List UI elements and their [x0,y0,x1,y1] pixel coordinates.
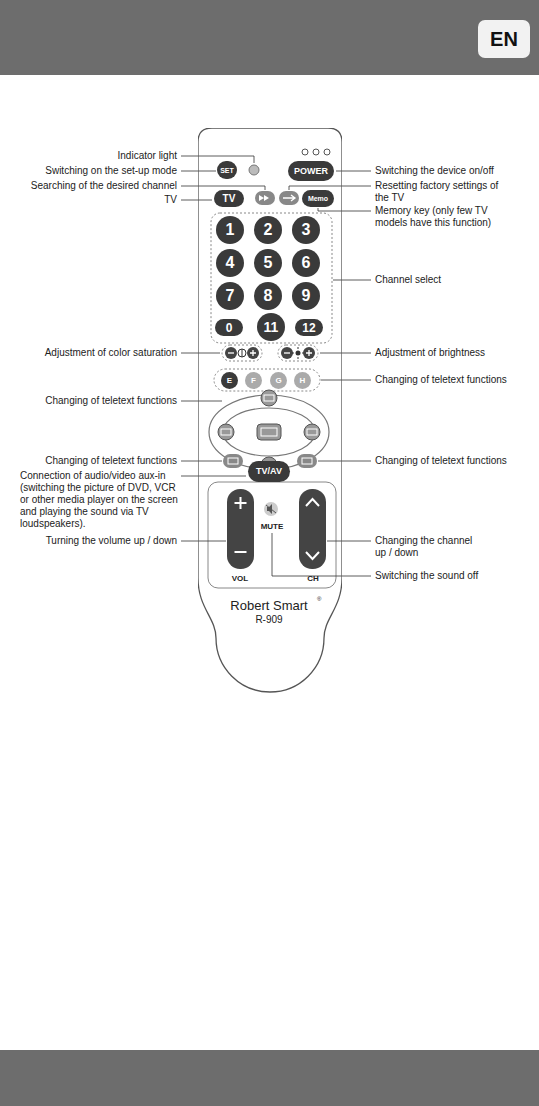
body-print: R-909 [255,615,282,625]
callout-text: Changing of teletext functions [7,395,177,407]
callout-text: Memory key (only few TV models have this… [375,205,510,229]
callout-text: Adjustment of color saturation [7,347,177,359]
tv-av-button: TV/AV [248,461,290,482]
callout-text: Switching the device on/off [375,165,533,177]
button-label: TV/AV [256,467,282,476]
trademark-mark: ® [317,596,321,602]
digit-button: 11 [257,313,285,341]
memo-button: Memo [302,190,334,207]
digit-button: 2 [254,216,282,244]
power-button: POWER [288,161,334,181]
digit-button: 4 [216,249,244,277]
callout-text: Switching on the set-up mode [7,165,177,177]
leader-lines [181,156,371,576]
search-button [255,191,275,205]
button-label: 8 [264,288,273,304]
footer-band [0,1050,539,1106]
remote-body: MUTE VOL CH Robert SmartR-909 SET POWER TV Memo… [198,128,342,694]
teletext-button: H [294,372,311,389]
callout-text: Changing of teletext functions [375,455,533,467]
channel-rocker [299,489,326,569]
button-label: EN [490,29,518,49]
mute-button [264,502,278,516]
callout-text: Adjustment of brightness [375,347,533,359]
button-label: H [300,377,306,385]
indicator-light [249,165,259,175]
teletext-button: F [245,372,262,389]
callout-text: TV [7,194,177,206]
callout-text: Channel select [375,274,533,286]
button-label: G [275,377,281,385]
button-label: 1 [226,222,235,238]
callout-text: Indicator light [7,150,177,162]
button-label: F [251,377,256,385]
tv-button: TV [214,190,244,207]
body-print: Robert Smart [230,599,307,612]
button-label: Memo [308,195,328,202]
teletext-button: E [221,372,238,389]
digit-button: 6 [292,249,320,277]
callout-text: Searching of the desired channel [7,180,177,192]
language-badge: EN [478,20,530,58]
digit-button: 1 [216,216,244,244]
button-label: E [227,377,232,385]
callout-text: Changing the channel up / down [375,535,485,559]
button-label: 12 [302,322,315,334]
button-label: 11 [264,320,279,334]
body-print: VOL [232,575,248,583]
button-label: SET [220,167,234,174]
button-label: 4 [226,255,235,271]
volume-rocker [227,489,254,569]
digit-button: 7 [216,282,244,310]
set-button: SET [217,161,237,179]
digit-button: 9 [292,282,320,310]
header-band [0,0,539,75]
button-label: 5 [264,255,273,271]
digit-button: 12 [295,319,323,336]
callout-text: Connection of audio/video aux-in (switch… [20,470,180,530]
digit-button: 8 [254,282,282,310]
digit-button: 5 [254,249,282,277]
callout-text: Changing of teletext functions [375,374,533,386]
body-print: CH [307,575,319,583]
button-label: POWER [294,167,328,176]
button-label: 6 [302,255,311,271]
reset-button [279,191,299,205]
callout-text: Resetting factory settings of the TV [375,180,510,204]
button-label: 0 [226,322,233,334]
callout-text: Turning the volume up / down [7,535,177,547]
button-label: 2 [264,222,273,238]
remote-outline-path [198,128,342,692]
digit-button: 0 [215,319,243,336]
body-print: MUTE [261,523,284,531]
callout-text: Switching the sound off [375,570,533,582]
digit-button: 3 [292,216,320,244]
button-label: 7 [226,288,235,304]
dashed-group [211,213,332,343]
callout-text: Changing of teletext functions [7,455,177,467]
button-label: TV [223,194,236,204]
teletext-button: G [270,372,287,389]
button-label: 3 [302,222,311,238]
button-label: 9 [302,288,311,304]
